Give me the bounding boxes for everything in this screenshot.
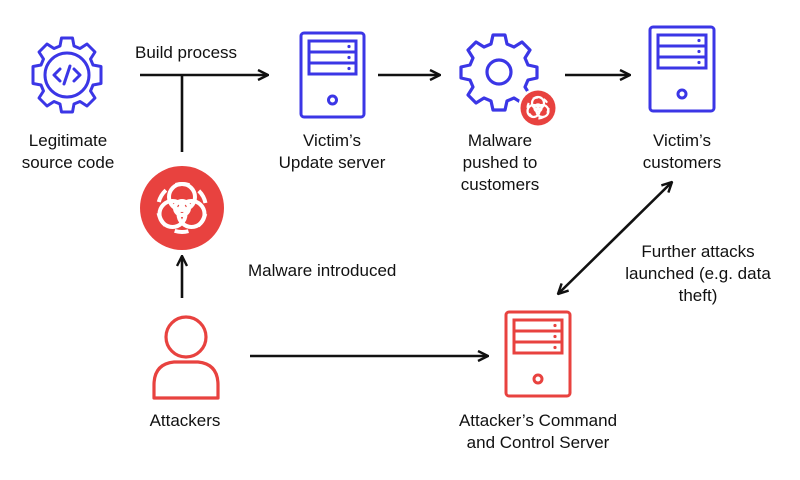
- source-code-label-line-1: Legitimate: [28, 131, 108, 150]
- attackers-label: Attackers: [149, 411, 221, 430]
- gear-biohazard-icon: [459, 33, 558, 128]
- malware-pushed-label-line-2: pushed to: [462, 153, 538, 172]
- small-biohazard-badge-icon: [518, 88, 558, 128]
- customers-label-line-1: Victim’s: [653, 131, 711, 150]
- biohazard-icon: [140, 166, 224, 250]
- customers-label-line-2: customers: [642, 153, 722, 172]
- c2-server-label-line-2: and Control Server: [466, 433, 610, 452]
- further-attacks-label: Further attacks launched (e.g. data thef…: [614, 241, 782, 307]
- c2-server-label: Attacker’s Command and Control Server: [438, 410, 638, 454]
- c2-server-icon: [504, 310, 572, 398]
- attacker-user-icon: [152, 315, 220, 400]
- connectors: [140, 75, 672, 356]
- update-server-label-line-1: Victim’s: [303, 131, 361, 150]
- update-server-icon: [299, 31, 366, 119]
- update-server-label-line-2: Update server: [278, 153, 386, 172]
- source-code-label: Legitimate source code: [12, 130, 124, 174]
- malware-pushed-label: Malware pushed to customers: [448, 130, 552, 196]
- gear-code-icon: [31, 36, 103, 114]
- update-server-label: Victim’s Update server: [262, 130, 402, 174]
- build-process-label: Build process: [135, 43, 238, 62]
- further-attacks-label-line-2: launched (e.g. data: [625, 264, 771, 283]
- c2-customers-bidirectional-arrow: [558, 182, 672, 294]
- customers-server-icon: [648, 25, 716, 113]
- customers-label: Victim’s customers: [628, 130, 736, 174]
- source-code-label-line-2: source code: [21, 153, 115, 172]
- further-attacks-label-line-1: Further attacks: [641, 242, 755, 261]
- malware-pushed-label-line-1: Malware: [467, 131, 533, 150]
- malware-pushed-label-line-3: customers: [460, 175, 540, 194]
- c2-server-label-line-1: Attacker’s Command: [458, 411, 618, 430]
- further-attacks-label-line-3: theft): [678, 286, 718, 305]
- malware-introduced-label: Malware introduced: [248, 261, 397, 280]
